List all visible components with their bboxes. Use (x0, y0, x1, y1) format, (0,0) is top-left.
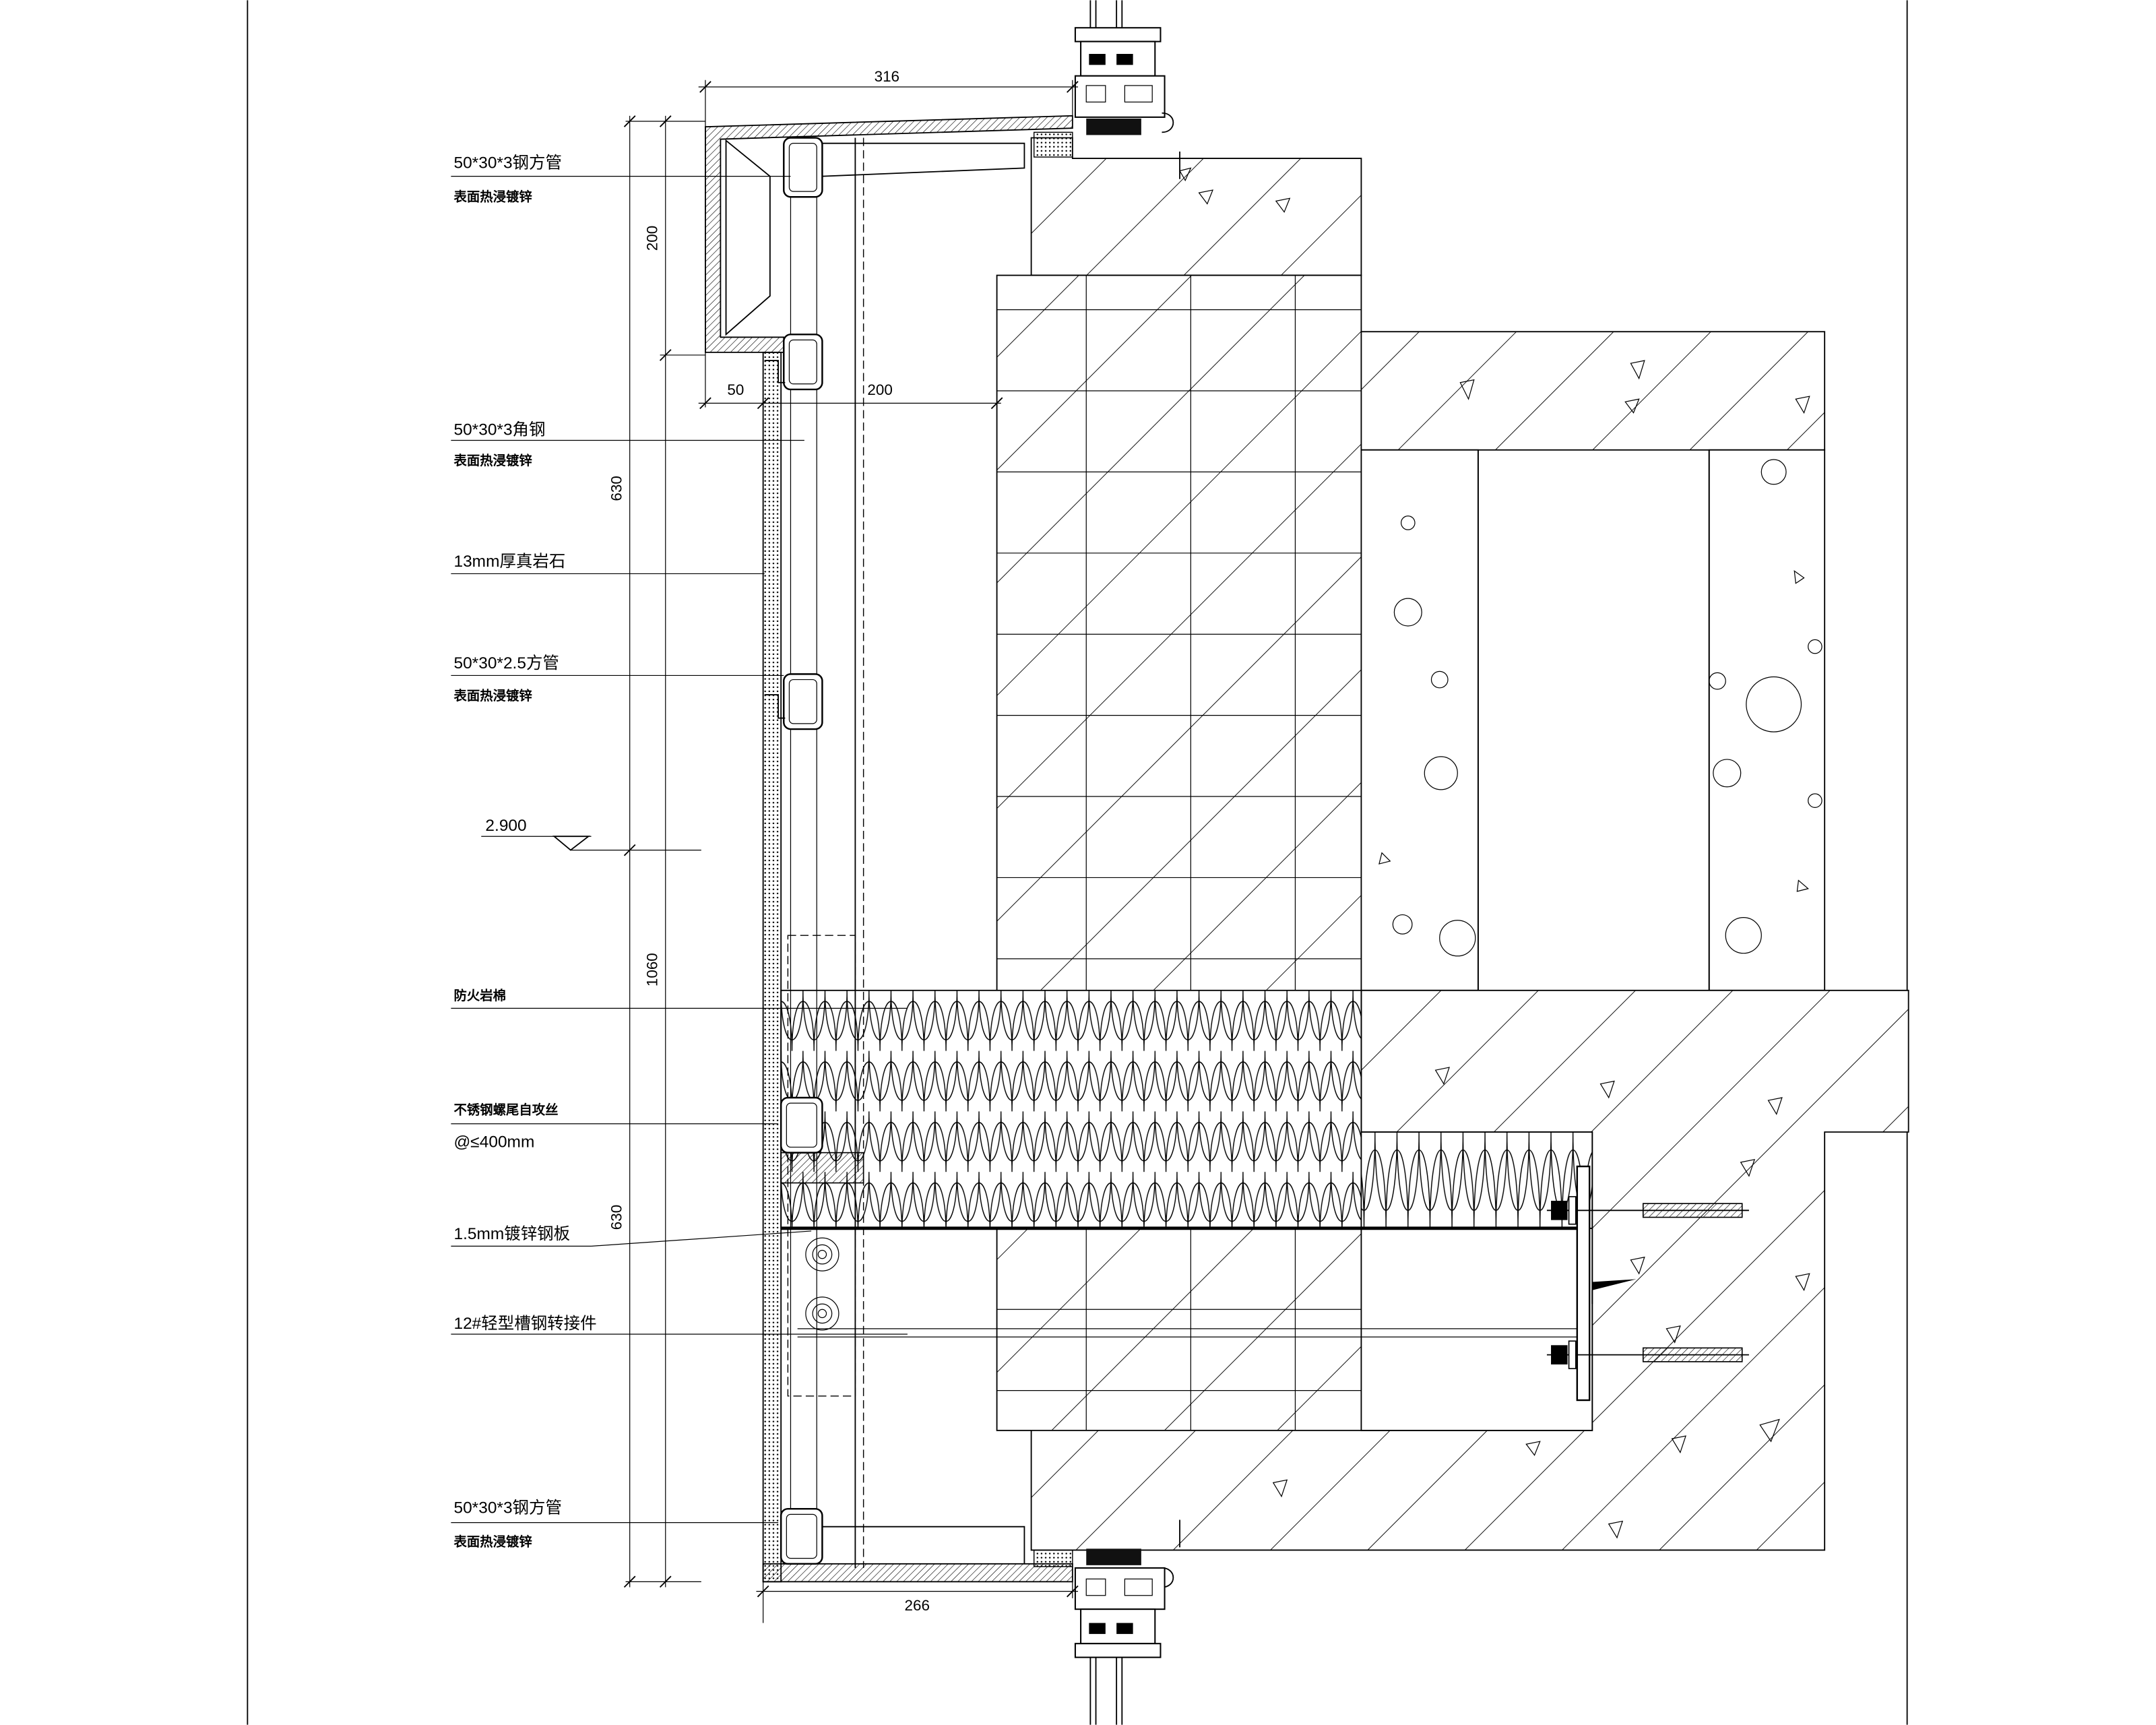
bottom-square-tube (780, 1507, 823, 1565)
dim-top-height: 200 (644, 226, 661, 251)
top-window-frame (1033, 0, 1180, 179)
cornice-angle-bracket (725, 139, 771, 336)
dim-cavity-width: 200 (867, 381, 892, 398)
leader-lines (451, 176, 908, 1524)
label-screw-spacing: @≤400mm (453, 1133, 534, 1151)
label-angle-spec: 50*30*3角钢 (453, 420, 545, 439)
dim-main-span: 1060 (644, 953, 661, 986)
embedded-plate (1576, 1165, 1637, 1402)
channel-steel-connector (797, 1328, 1581, 1338)
concrete-lintel (1030, 137, 1362, 276)
anchor-bolt-upper (1546, 1196, 1749, 1225)
lower-square-tube (780, 1096, 823, 1154)
callout-labels: 50*30*3钢方管 表面热浸镀锌 50*30*3角钢 表面热浸镀锌 13mm厚… (453, 153, 596, 1549)
dimension-texts: 316 200 50 200 630 1060 630 266 (608, 68, 929, 1614)
top-square-tube (783, 137, 823, 198)
dim-bottom-width: 266 (905, 1597, 930, 1614)
elevation-marker: 2.900 (481, 817, 626, 851)
right-column (1708, 449, 1826, 991)
label-bottom-tube-spec: 50*30*3钢方管 (453, 1498, 562, 1517)
dimension-lines (623, 80, 1079, 1623)
upper-square-tube (764, 334, 823, 391)
label-angle-finish: 表面热浸镀锌 (453, 453, 532, 468)
stone-cladding (762, 351, 782, 1583)
packing-block (780, 1152, 864, 1184)
dim-top-width: 316 (875, 68, 899, 85)
left-column (1360, 449, 1479, 991)
label-stone-spec: 13mm厚真岩石 (453, 552, 565, 571)
fire-rock-wool-insulation (780, 989, 1593, 1229)
elevation-level: 2.900 (485, 817, 526, 835)
label-insulation-spec: 防火岩棉 (453, 988, 506, 1003)
label-top-tube-finish: 表面热浸镀锌 (453, 189, 532, 204)
elevation-triangle-icon (552, 836, 591, 851)
label-channel-spec: 12#轻型槽钢转接件 (453, 1314, 596, 1333)
brick-grid (996, 275, 1362, 1431)
upper-cornice (705, 115, 1073, 353)
cornice-soffit-plate (822, 142, 1025, 177)
label-mid-tube-spec: 50*30*2.5方管 (453, 654, 559, 672)
mid-square-tube (764, 673, 823, 730)
concrete-beam (1360, 331, 1826, 451)
sheet-border (247, 0, 1908, 1725)
brick-wall (996, 274, 1362, 1431)
steel-subframe (764, 137, 864, 1568)
label-top-tube-spec: 50*30*3钢方管 (453, 153, 562, 172)
floor-slab (1030, 989, 1909, 1551)
bottom-cornice (762, 1526, 1073, 1583)
bolt-symbol (805, 1237, 839, 1331)
label-mid-tube-finish: 表面热浸镀锌 (453, 688, 532, 703)
dim-return-width: 50 (727, 381, 744, 398)
label-plate-spec: 1.5mm镀锌钢板 (453, 1224, 570, 1243)
dim-lower-span: 630 (608, 1205, 625, 1230)
dim-upper-span: 630 (608, 476, 625, 501)
concrete-columns (1360, 449, 1826, 991)
cornice-top-plate (705, 115, 1073, 353)
label-bottom-tube-finish: 表面热浸镀锌 (453, 1534, 532, 1549)
cornice-bottom-plate (762, 1563, 1073, 1583)
concrete-aggregate-marks (1179, 167, 1810, 1539)
anchor-zone (1360, 1227, 1593, 1431)
aggregate-marks (1378, 459, 1822, 957)
anchor-bolt-lower (1546, 1340, 1749, 1369)
label-screw-spec: 不锈钢螺尾自攻丝 (453, 1102, 558, 1117)
cornice-inner-plate (822, 1526, 1025, 1564)
bottom-window-frame (1033, 1519, 1180, 1725)
